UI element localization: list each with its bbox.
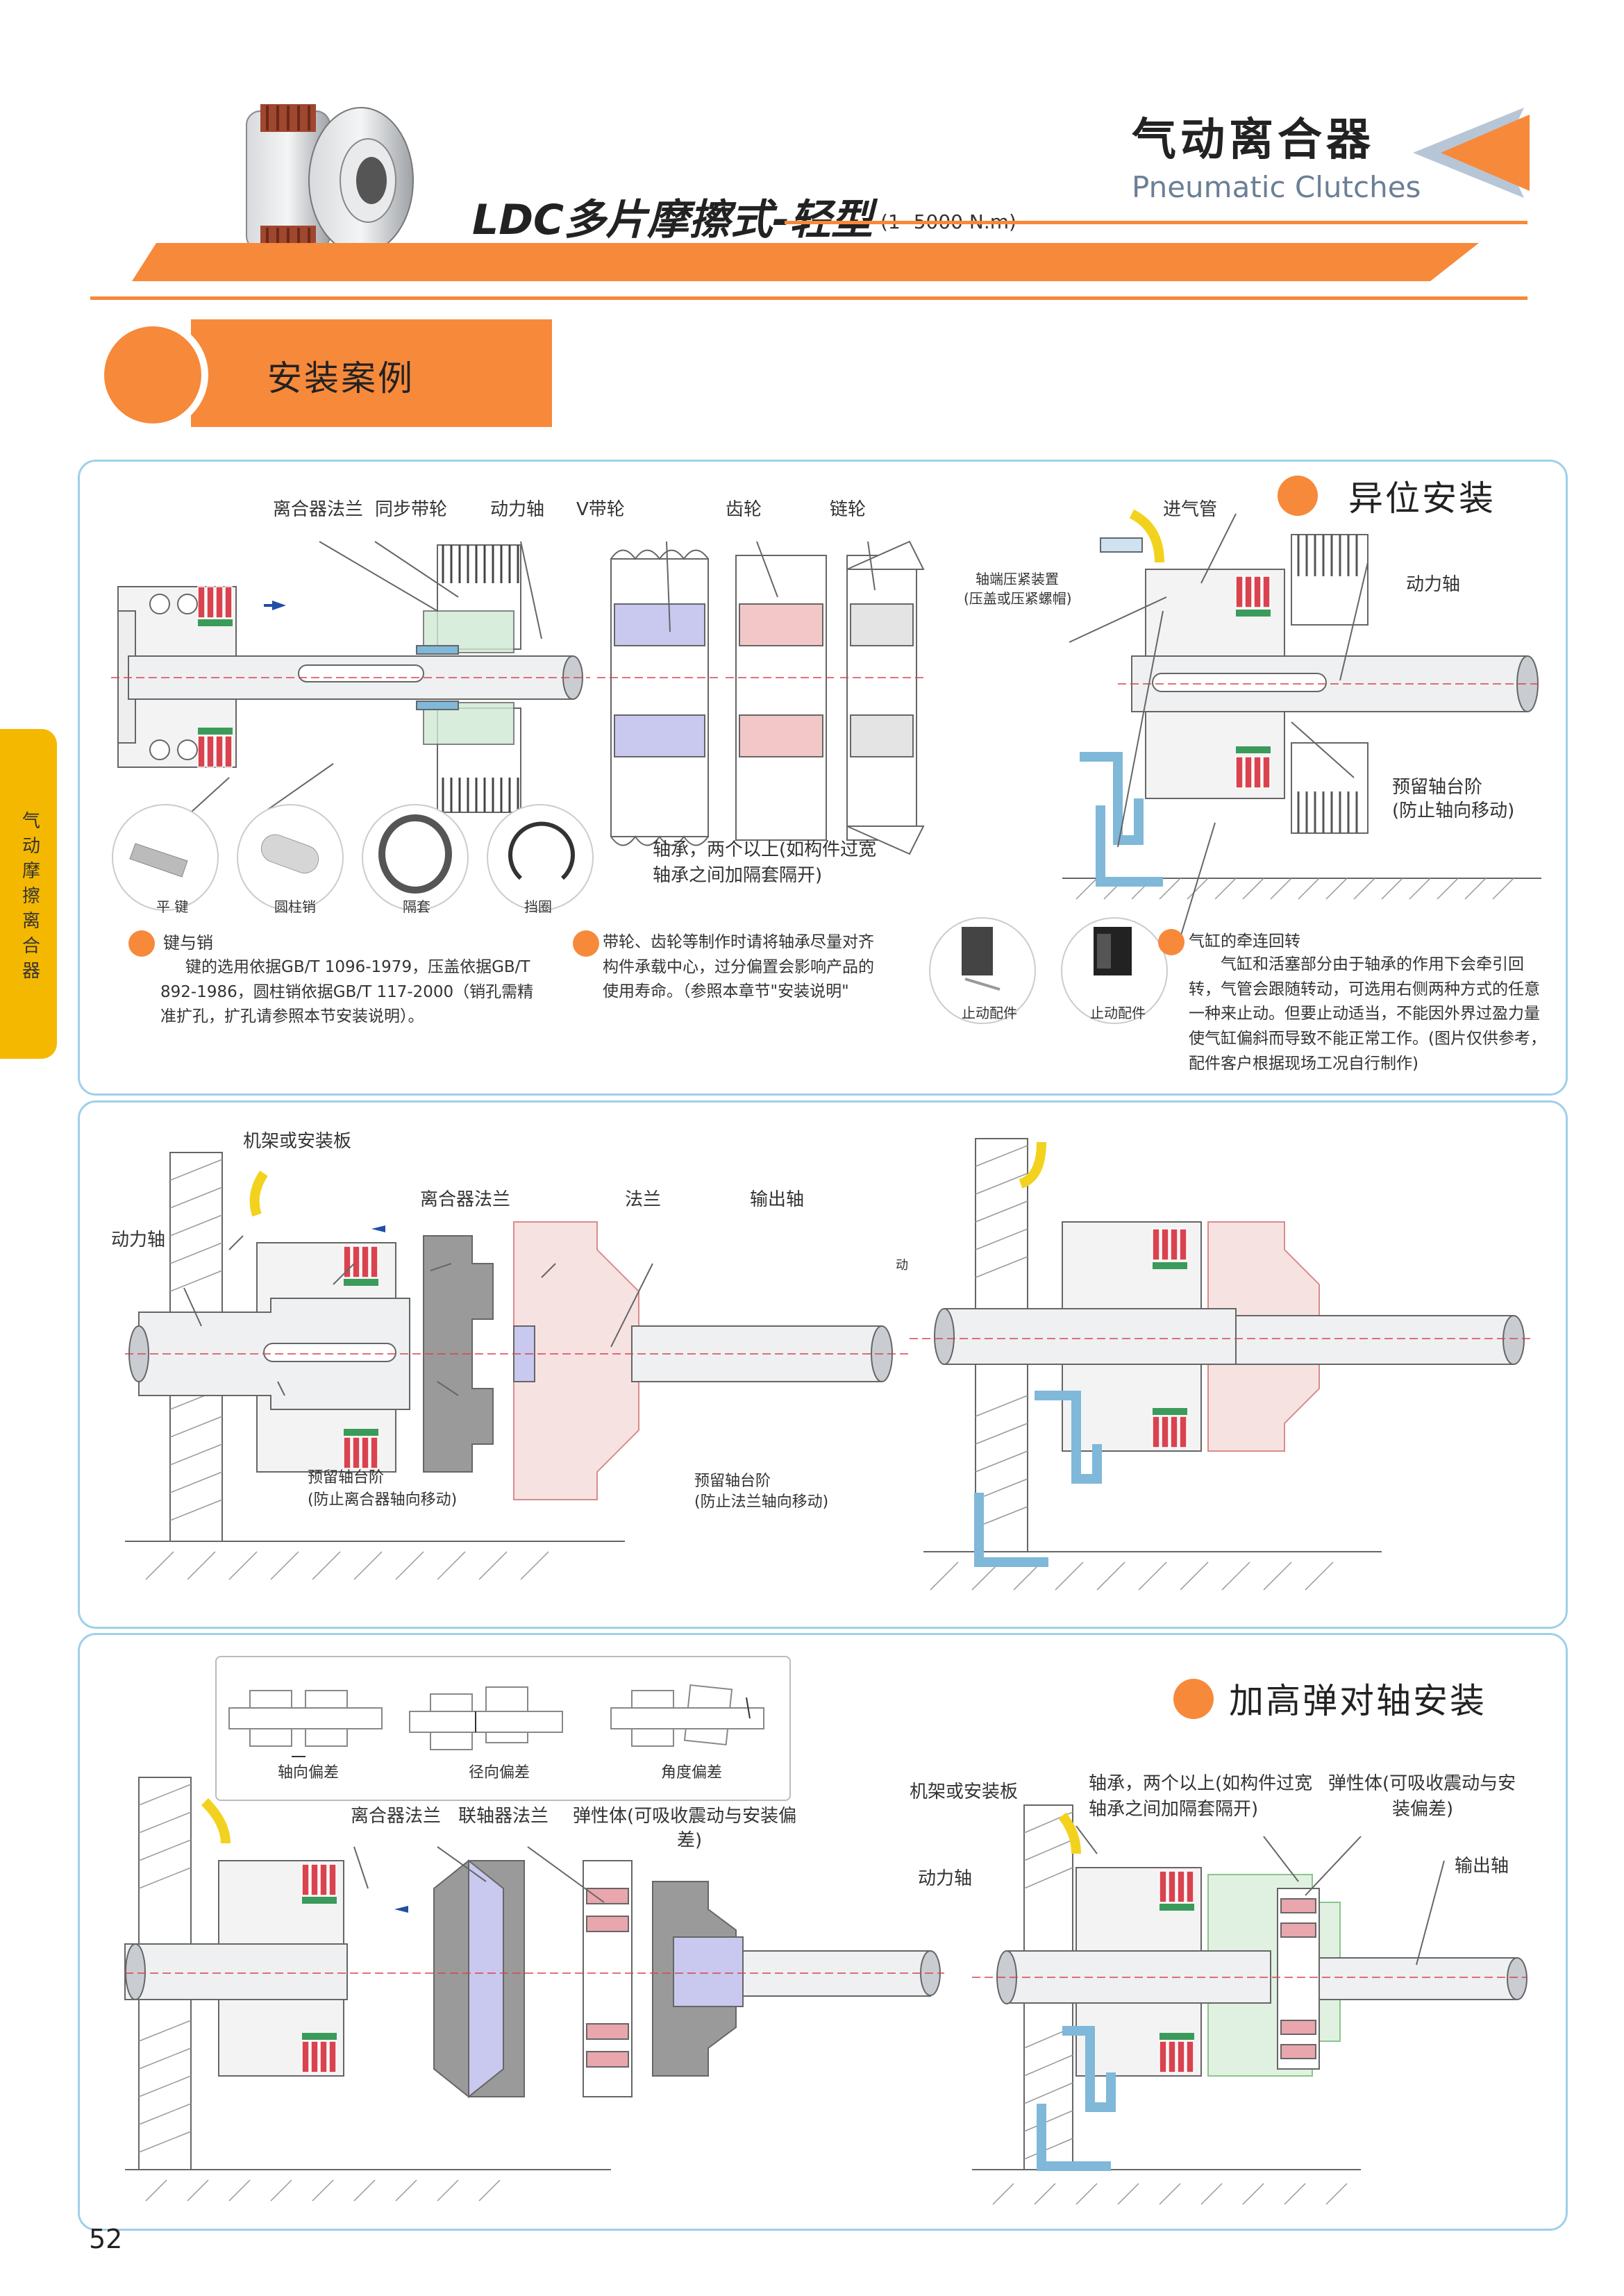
label-power-shaft: 动力轴 xyxy=(490,499,545,520)
p2-label-frame: 机架或安装板 xyxy=(243,1131,352,1152)
p3-label-power-shaft: 动力轴 xyxy=(918,1868,973,1889)
panel1-title-dot xyxy=(1278,476,1318,516)
p3-label-bearing-2: 轴承之间加隔套隔开) xyxy=(1089,1799,1259,1820)
panel1-title: 异位安装 xyxy=(1348,478,1496,519)
note-pulley-body: 带轮、齿轮等制作时请将轴承尽量对齐构件承载中心，过分偏置会影响产品的使用寿命。（… xyxy=(603,933,874,1001)
note-cyl-dot xyxy=(1158,929,1184,955)
part-label-flat-key: 平 键 xyxy=(156,898,189,915)
p2-label-step-clutch-2: (防止离合器轴向移动) xyxy=(308,1491,458,1509)
label-shaft-end-device: 轴端压紧装置 xyxy=(976,571,1059,587)
panel3-title: 加高弹对轴安装 xyxy=(1229,1681,1487,1721)
label-sprocket: 链轮 xyxy=(830,499,867,520)
stop-parts-circles xyxy=(929,917,1168,1024)
elastic-install-drawing-left xyxy=(124,1777,944,2202)
label-shaft-end-device-2: (压盖或压紧螺帽) xyxy=(964,590,1072,607)
note-key-title: 键与销 xyxy=(163,933,213,953)
label-reserved-step-2: (防止轴向移动) xyxy=(1392,801,1515,821)
section-tag xyxy=(97,319,552,430)
stop-bracket-icon-2 xyxy=(1094,927,1132,975)
note-cyl-body: 气缸和活塞部分由于轴承的作用下会牵引回转，气管会跟随转动，可选用右侧两种方式的任… xyxy=(1189,955,1546,1073)
label-reserved-step: 预留轴台阶 xyxy=(1392,777,1483,798)
label-air-inlet: 进气管 xyxy=(1163,499,1218,520)
label-sync-pulley: 同步带轮 xyxy=(375,499,448,520)
section-title: 安装案例 xyxy=(267,358,415,399)
p2-label-step-clutch: 预留轴台阶 xyxy=(308,1469,385,1486)
deviation-axial: 轴向偏差 xyxy=(278,1764,340,1782)
brand-arrow-icon xyxy=(1413,108,1530,198)
p3-label-elastic-right-2: 装偏差) xyxy=(1392,1799,1454,1820)
note-key-dot xyxy=(128,930,155,957)
page-subtitle: Pneumatic Clutches xyxy=(1132,170,1421,204)
flat-key-icon xyxy=(129,843,188,878)
offset-install-drawing-right xyxy=(1062,509,1541,938)
label-power-shaft-right: 动力轴 xyxy=(1406,574,1461,595)
model-title: LDC多片摩擦式-轻型 xyxy=(472,196,873,244)
label-gear: 齿轮 xyxy=(726,499,762,520)
side-tab xyxy=(0,729,57,1059)
part-label-retaining-ring: 挡圈 xyxy=(524,898,552,915)
note-key-body: 键的选用依据GB/T 1096-1979，压盖依据GB/T 892-1986，圆… xyxy=(160,958,534,1026)
label-bearing-note: 轴承，两个以上(如构件过宽 xyxy=(653,839,877,860)
deviation-angular: 角度偏差 xyxy=(661,1764,723,1782)
p3-label-bearing: 轴承，两个以上(如构件过宽 xyxy=(1089,1773,1313,1794)
page-title: 气动离合器 xyxy=(1132,115,1375,166)
spacer-ring-icon xyxy=(378,814,452,894)
p3-label-frame: 机架或安装板 xyxy=(910,1782,1019,1802)
p3-label-clutch-flange: 离合器法兰 xyxy=(351,1806,442,1827)
clutch-product-image xyxy=(246,104,414,254)
label-clutch-flange: 离合器法兰 xyxy=(273,499,364,520)
p2-side-mark: 动 xyxy=(896,1258,908,1273)
deviation-radial: 径向偏差 xyxy=(469,1764,530,1782)
frame-install-drawing-left xyxy=(125,1152,910,1580)
p2-label-power-shaft: 动力轴 xyxy=(111,1230,166,1250)
stop-part-label-2: 止动配件 xyxy=(1090,1005,1146,1021)
deviation-diagrams xyxy=(228,1684,764,1757)
p3-label-output-shaft: 输出轴 xyxy=(1455,1856,1509,1877)
p3-label-elastic-right: 弹性体(可吸收震动与安 xyxy=(1328,1773,1516,1794)
cylinder-pin-icon xyxy=(260,834,319,874)
side-tab-text: 气动摩擦离合器 xyxy=(22,811,40,982)
stop-bracket-icon-1 xyxy=(962,927,1001,991)
p2-label-flange: 法兰 xyxy=(625,1189,662,1210)
note-pulley-dot xyxy=(573,930,599,957)
label-bearing-note-2: 轴承之间加隔套隔开) xyxy=(653,865,823,886)
p2-label-output-shaft: 输出轴 xyxy=(750,1189,805,1210)
part-label-spacer: 隔套 xyxy=(403,898,430,915)
part-label-cyl-pin: 圆柱销 xyxy=(274,898,316,915)
p3-label-elastic-2: 差) xyxy=(677,1830,703,1851)
part-circles xyxy=(112,804,594,911)
stop-part-label-1: 止动配件 xyxy=(962,1005,1017,1021)
retaining-ring-icon xyxy=(508,821,575,880)
p2-label-clutch-flange: 离合器法兰 xyxy=(420,1189,511,1210)
elastic-install-drawing-right xyxy=(972,1804,1527,2205)
label-v-pulley: V带轮 xyxy=(576,499,625,520)
offset-install-drawing-left xyxy=(111,540,927,855)
note-cyl-title: 气缸的牵连回转 xyxy=(1189,932,1300,950)
frame-install-drawing-right xyxy=(910,1138,1534,1591)
p3-label-elastic: 弹性体(可吸收震动与安装偏 xyxy=(573,1806,797,1827)
header-band xyxy=(90,221,1527,300)
p2-label-step-flange: 预留轴台阶 xyxy=(694,1473,771,1490)
panel3-title-dot xyxy=(1173,1679,1214,1719)
p2-label-step-flange-2: (防止法兰轴向移动) xyxy=(694,1493,829,1511)
p3-label-coupling-flange: 联轴器法兰 xyxy=(458,1806,549,1827)
page-number: 52 xyxy=(89,2224,123,2254)
